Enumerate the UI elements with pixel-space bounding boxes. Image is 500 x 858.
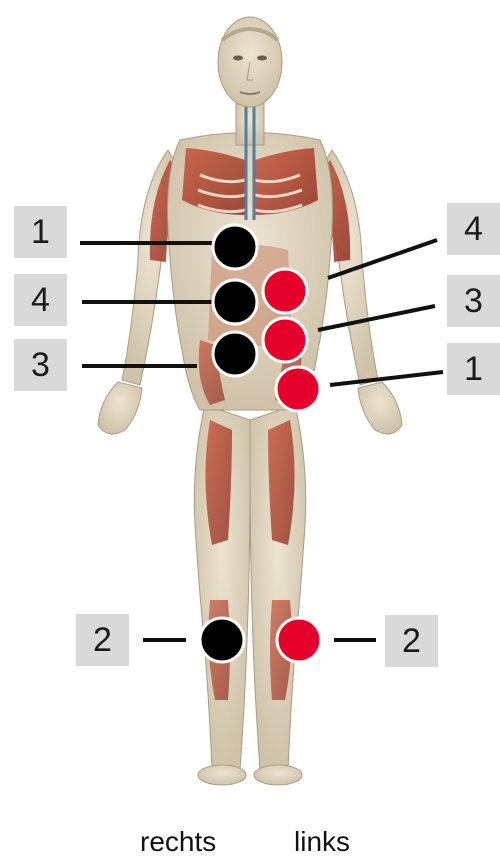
- marker-right-2: [200, 618, 244, 662]
- marker-right-1: [213, 225, 257, 269]
- number-box-left-2: 2: [385, 615, 438, 667]
- connector-left-3: [318, 306, 435, 330]
- marker-left-1: [276, 367, 320, 411]
- number-box-right-3: 3: [14, 339, 67, 391]
- number-box-left-4: 4: [447, 203, 500, 255]
- connector-left-1: [330, 372, 443, 385]
- number-box-right-1: 1: [14, 206, 67, 258]
- number-box-right-2: 2: [76, 614, 129, 666]
- marker-left-3: [263, 318, 307, 362]
- label-rechts: rechts: [140, 826, 216, 858]
- label-links: links: [294, 826, 350, 858]
- marker-left-2: [277, 618, 321, 662]
- number-box-left-1: 1: [447, 343, 500, 395]
- marker-right-4: [213, 280, 257, 324]
- marker-left-4: [263, 269, 307, 313]
- number-box-left-3: 3: [447, 275, 500, 327]
- number-box-right-4: 4: [14, 274, 67, 326]
- human-figure: [98, 17, 402, 785]
- marker-right-3: [213, 332, 257, 376]
